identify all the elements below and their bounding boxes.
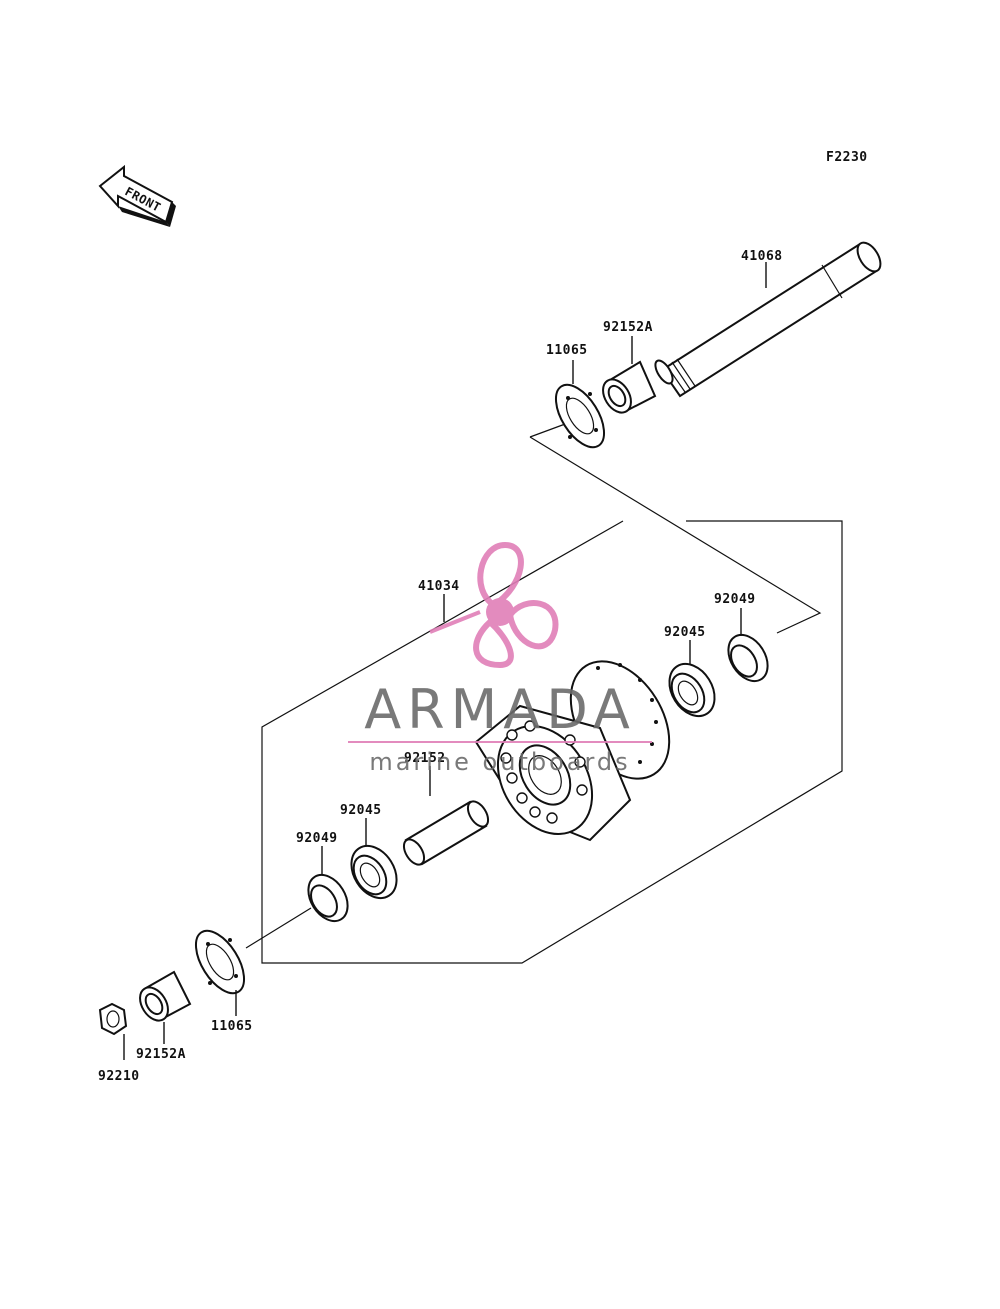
seal-right <box>727 633 769 683</box>
ref-code: F2230 <box>826 150 868 165</box>
label-spacer: 92152 <box>404 751 446 766</box>
label-bearing-left: 92045 <box>340 803 382 818</box>
label-hub: 41034 <box>418 579 460 594</box>
bearing-right <box>668 662 716 718</box>
label-seal-right: 92049 <box>714 592 756 607</box>
label-cover-lower: 11065 <box>211 1019 253 1034</box>
front-arrow-icon: FRONT <box>98 164 176 227</box>
label-cover-upper: 11065 <box>546 343 588 358</box>
watermark: ARMADA marine outboards <box>348 541 652 776</box>
nut <box>98 1002 128 1036</box>
watermark-brand: ARMADA <box>364 678 636 741</box>
cover-upper <box>554 383 606 449</box>
seal-left <box>307 873 349 923</box>
collar-lower <box>139 970 192 1022</box>
axle <box>654 241 882 398</box>
bearing-left <box>350 844 398 900</box>
label-bearing-right: 92045 <box>664 625 706 640</box>
label-collar-upper: 92152A <box>603 320 653 335</box>
label-axle: 41068 <box>741 249 783 264</box>
propeller-logo-icon <box>429 541 559 669</box>
watermark-tagline: marine outboards <box>369 748 630 776</box>
label-collar-lower: 92152A <box>136 1047 186 1062</box>
collar-upper <box>602 360 657 414</box>
cover-lower <box>194 929 246 995</box>
label-nut: 92210 <box>98 1069 140 1084</box>
spacer <box>402 800 490 866</box>
label-seal-left: 92049 <box>296 831 338 846</box>
hub <box>474 660 671 842</box>
